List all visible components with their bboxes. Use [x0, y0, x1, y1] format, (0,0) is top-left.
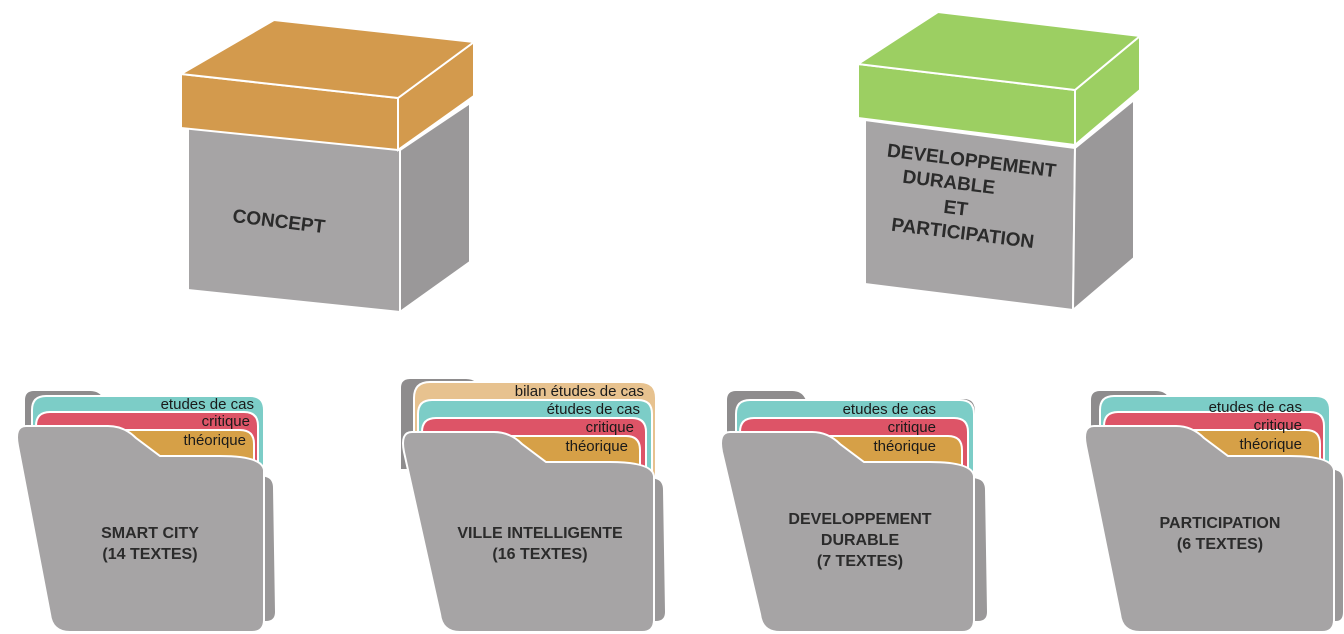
folder-ville-tab-text: bilan études de cas [514, 383, 644, 400]
box-dev-side [1071, 97, 1135, 313]
folder-ville-tab-text: théorique [565, 438, 628, 455]
folder-particip [1084, 389, 1344, 633]
folder-smart-label-line: (14 TEXTES) [102, 545, 198, 563]
folder-devdur-tab-text: critique [887, 419, 936, 436]
box-concept-side [399, 101, 471, 314]
folder-ville-front [402, 431, 655, 633]
folder-ville [399, 377, 668, 633]
folder-particip-label: PARTICIPATION (6 TEXTES) [1130, 514, 1310, 556]
folder-smart-label: SMART CITY (14 TEXTES) [60, 524, 240, 566]
folder-ville-label-line: (16 TEXTES) [492, 545, 588, 563]
folder-smart-front [16, 425, 265, 633]
folder-particip-label-line: (6 TEXTES) [1176, 535, 1264, 553]
folder-particip-tab-text: etudes de cas [1208, 399, 1302, 416]
folder-smart-label-line: SMART CITY [101, 525, 199, 542]
folder-particip-label-line: PARTICIPATION [1159, 515, 1281, 532]
folder-particip-tab-text: théorique [1239, 436, 1302, 453]
box-dev-lid-top [855, 10, 1143, 92]
box-dev [855, 10, 1143, 313]
folder-smart-tab-text: critique [201, 413, 250, 430]
folder-smart [16, 389, 278, 633]
folder-devdur-label-line: DEVELOPPEMENT [788, 511, 932, 528]
folder-particip-front [1084, 425, 1335, 633]
folder-particip-tab-text: critique [1253, 417, 1302, 434]
folder-smart-tab-text: théorique [183, 432, 246, 449]
folder-devdur-tab-text: etudes de cas [842, 401, 936, 418]
folder-devdur-front [720, 431, 975, 633]
folder-devdur [720, 389, 990, 633]
box-concept-lid-top [177, 18, 477, 100]
folder-ville-tab-text: études de cas [546, 401, 640, 418]
box-concept [177, 18, 477, 314]
folder-smart-tab-text: etudes de cas [160, 396, 254, 413]
folder-devdur-tab-text: théorique [873, 438, 936, 455]
folder-devdur-label: DEVELOPPEMENT DURABLE (7 TEXTES) [760, 510, 960, 572]
folder-ville-label: VILLE INTELLIGENTE (16 TEXTES) [440, 524, 640, 566]
folder-devdur-label-line: (7 TEXTES) [816, 552, 904, 570]
folder-devdur-label-line: DURABLE [820, 531, 900, 549]
folder-ville-label-line: VILLE INTELLIGENTE [457, 525, 623, 542]
folder-ville-tab-text: critique [585, 419, 634, 436]
